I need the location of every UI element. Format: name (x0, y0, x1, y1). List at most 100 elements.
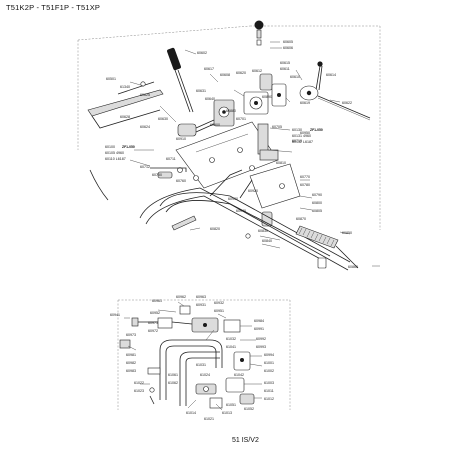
part-label: 60994 (264, 353, 274, 357)
part-label: 60941 (110, 313, 120, 317)
part-label: 60710 (292, 139, 302, 143)
part-label: 61042 (234, 373, 244, 377)
clip (119, 339, 131, 349)
part-label: 60624 (140, 125, 150, 129)
plate (223, 319, 241, 333)
hole (209, 157, 215, 163)
note-line: 60131 4960 (292, 134, 311, 138)
part-label: 60952 (150, 311, 160, 315)
part-label: 60992 (256, 337, 266, 341)
block (157, 317, 173, 329)
cable (317, 97, 371, 121)
part-label: 60870 (296, 217, 306, 221)
hand-grip (295, 225, 339, 249)
handle-bar (165, 200, 349, 271)
part-label: 60880 (226, 109, 236, 113)
part-label: 60628 (120, 115, 130, 119)
part-label: 60631 (196, 89, 206, 93)
part-label: 60930 (228, 197, 238, 201)
shaft-coupling (177, 123, 197, 137)
part-label: 60770 (300, 175, 310, 179)
bolt-head (131, 317, 139, 327)
stud (257, 123, 269, 155)
part-label: 61002 (264, 369, 274, 373)
part-label: 61041 (226, 345, 236, 349)
shaft (195, 123, 215, 133)
note-line: 60105 4960 (105, 151, 124, 155)
leader-lines (124, 301, 263, 411)
washer (193, 175, 199, 181)
handle-grip (167, 47, 181, 71)
hole (249, 165, 255, 171)
part-label: 60910 (176, 137, 186, 141)
part-label: 60961 (152, 299, 162, 303)
upper-part-labels: 60605 60606 60602 60617 60608 60620 6061… (106, 40, 358, 269)
part-label: 61062 (168, 381, 178, 385)
bolt (306, 90, 312, 96)
part-label: 60614 (326, 73, 336, 77)
part-label: 60991 (254, 327, 264, 331)
crossbar (209, 169, 243, 197)
bracket (179, 305, 191, 315)
part-label: 61031 (196, 363, 206, 367)
part-label: 60950 (300, 131, 310, 135)
part-label: 60963 (196, 295, 206, 299)
washer (149, 387, 155, 393)
handle-end (335, 245, 359, 269)
part-label: 60940 (236, 209, 246, 213)
part-label: 60830 (258, 229, 268, 233)
leader-lines (129, 41, 380, 267)
lower-part-labels: 60941 60961 60962 60963 60931 60932 6095… (110, 295, 274, 421)
part-label: 60931 (196, 303, 206, 307)
part-label: 60983 (126, 369, 136, 373)
part-label: 61052 (244, 407, 254, 411)
knob (254, 20, 264, 30)
model-header: T51K2P - T51F1P - T51XP (6, 3, 101, 12)
part-label: 60501 (106, 77, 116, 81)
note-tag: ZF1-050 (310, 128, 323, 132)
diagram-reference: 51 IS/V2 (232, 437, 259, 444)
u-frame-2 (179, 351, 220, 406)
hole (203, 386, 209, 392)
note-code: 60100 (105, 145, 115, 149)
bolt (240, 358, 244, 362)
part-label: 61013 (222, 411, 232, 415)
part-label: 61032 (226, 337, 236, 341)
part-label: 60984 (254, 319, 264, 323)
part-label: 60611 (280, 67, 290, 71)
gear-hub (254, 101, 258, 105)
pin (150, 167, 187, 172)
upper-assembly (77, 20, 381, 271)
part-label: 61022 (134, 381, 144, 385)
part-label: 60602 (197, 51, 207, 55)
part-label: 60890 (262, 95, 272, 99)
u-frame-2-inner (185, 357, 220, 406)
part-label: 60993 (256, 345, 266, 349)
part-label: 60790 (312, 193, 322, 197)
block (259, 149, 279, 161)
part-label: 60608 (220, 73, 230, 77)
lever-rod (174, 69, 191, 113)
part-label: 60900 (210, 123, 220, 127)
part-label: 61014 (186, 411, 196, 415)
handle-bar (139, 187, 331, 257)
knob-stem (256, 29, 262, 39)
part-label: 60625 (140, 93, 150, 97)
part-label: 60711 (166, 157, 176, 161)
part-label: 61011 (264, 389, 274, 393)
part-label: 60932 (214, 301, 224, 305)
u-frame-inner (165, 345, 217, 400)
pad-plate (249, 163, 301, 209)
part-label: 60606 (283, 46, 293, 50)
bushing (157, 171, 173, 179)
shaft (171, 321, 193, 325)
gear-hub (222, 110, 226, 114)
part-label: 60617 (204, 67, 214, 71)
upper-notes: 60130 ZF1-050 60131 4960 60132 L6187 601… (105, 128, 323, 161)
guide-line (77, 25, 251, 41)
part-label: 61023 (134, 389, 144, 393)
control-lever (87, 89, 164, 117)
part-label: 60622 (342, 101, 352, 105)
